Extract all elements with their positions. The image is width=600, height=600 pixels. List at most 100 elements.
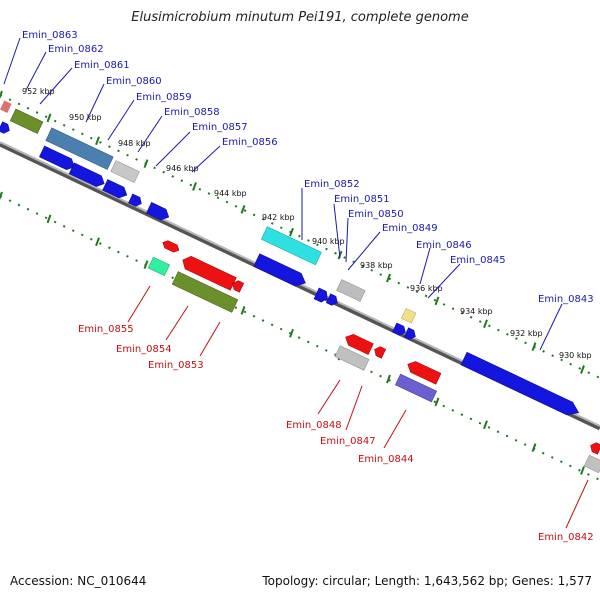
scale-tick xyxy=(386,374,391,384)
scale-tick xyxy=(0,191,3,201)
gene-label[interactable]: Emin_0847 xyxy=(320,436,376,447)
scale-tick xyxy=(95,237,100,247)
gene-arrow-forward[interactable] xyxy=(325,293,339,307)
gene-arrow-forward[interactable] xyxy=(313,287,330,304)
gene-feature-grey-bottom[interactable] xyxy=(334,345,370,371)
gene-label[interactable]: Emin_0857 xyxy=(192,122,248,133)
gene-label[interactable]: Emin_0861 xyxy=(74,60,130,71)
tick-label-932: 932 kbp xyxy=(510,329,543,338)
gene-arrow-reverse[interactable] xyxy=(230,279,245,293)
gene-label[interactable]: Emin_0851 xyxy=(334,194,390,205)
gene-feature-olive-bottom[interactable] xyxy=(171,271,239,313)
scale-tick xyxy=(0,90,3,100)
gene-arrow-forward[interactable] xyxy=(146,201,171,222)
scale-track-bottom xyxy=(0,195,600,481)
gene-features xyxy=(0,100,600,474)
gene-arrow-reverse[interactable] xyxy=(405,359,442,385)
scale-tick xyxy=(580,466,585,475)
tick-label-946: 946 kbp xyxy=(166,164,199,173)
scale-tick xyxy=(240,306,246,315)
leader-lines-bottom xyxy=(127,285,589,529)
gene-label[interactable]: Emin_0855 xyxy=(78,324,134,335)
gene-feature-salmon[interactable] xyxy=(0,100,12,113)
gene-labels-top: Emin_0863 Emin_0862 Emin_0861 Emin_0860 … xyxy=(22,30,594,305)
scale-tick xyxy=(386,273,391,283)
scale-tick xyxy=(483,420,488,430)
gene-arrow-forward[interactable] xyxy=(392,322,407,337)
gene-label[interactable]: Emin_0863 xyxy=(22,30,78,41)
gene-arrow-forward[interactable] xyxy=(403,327,417,341)
gene-labels-bottom: Emin_0855 Emin_0854 Emin_0853 Emin_0848 … xyxy=(78,324,594,543)
tick-label-938: 938 kbp xyxy=(360,261,393,270)
gene-label[interactable]: Emin_0849 xyxy=(382,223,438,234)
gene-label[interactable]: Emin_0853 xyxy=(148,360,204,371)
map-title: Elusimicrobium minutum Pei191, complete … xyxy=(131,10,469,25)
gene-label[interactable]: Emin_0846 xyxy=(416,240,472,251)
gene-feature-olive-top[interactable] xyxy=(9,108,44,134)
gene-label[interactable]: Emin_0845 xyxy=(450,255,506,266)
tick-label-942: 942 kbp xyxy=(262,213,295,222)
gene-label[interactable]: Emin_0856 xyxy=(222,137,278,148)
scale-tick xyxy=(434,296,440,306)
gene-arrow-forward[interactable] xyxy=(102,179,130,200)
gene-label[interactable]: Emin_0843 xyxy=(538,294,594,305)
gene-label[interactable]: Emin_0852 xyxy=(304,179,360,190)
gene-feature-yellow[interactable] xyxy=(401,308,417,324)
gene-label[interactable]: Emin_0858 xyxy=(164,107,220,118)
tick-label-934: 934 kbp xyxy=(460,307,493,316)
gene-arrow-reverse[interactable] xyxy=(161,239,181,254)
scale-tick xyxy=(143,159,149,168)
scale-tick xyxy=(46,214,52,224)
scale-tick xyxy=(531,443,537,452)
gene-arrow-reverse[interactable] xyxy=(343,332,374,355)
genome-summary-text: Topology: circular; Length: 1,643,562 bp… xyxy=(262,574,592,588)
gene-feature-steelblue[interactable] xyxy=(45,127,114,170)
tick-label-950: 950 kbp xyxy=(69,113,102,122)
scale-tick xyxy=(95,136,100,146)
gene-arrow-reverse[interactable] xyxy=(180,254,237,291)
gene-label[interactable]: Emin_0844 xyxy=(358,454,414,465)
gene-label[interactable]: Emin_0862 xyxy=(48,44,104,55)
gene-arrow-forward[interactable] xyxy=(68,162,107,189)
gene-feature-grey-top[interactable] xyxy=(110,160,140,183)
tick-label-940: 940 kbp xyxy=(312,237,345,246)
scale-tick xyxy=(483,319,488,329)
accession-text: Accession: NC_010644 xyxy=(10,574,147,588)
gene-feature-purple[interactable] xyxy=(395,373,437,403)
tick-label-936: 936 kbp xyxy=(410,284,443,293)
gene-arrow-forward[interactable] xyxy=(128,193,143,208)
gene-arrow-forward[interactable] xyxy=(39,145,77,172)
gene-label[interactable]: Emin_0854 xyxy=(116,344,172,355)
tick-label-948: 948 kbp xyxy=(118,139,151,148)
tick-labels: 952 kbp 950 kbp 948 kbp 946 kbp 944 kbp … xyxy=(22,87,592,360)
gene-feature-grey-mid[interactable] xyxy=(336,279,366,302)
scale-tick xyxy=(580,365,585,374)
scale-tick xyxy=(289,227,294,237)
scale-tick xyxy=(289,328,294,338)
gene-feature-grey-edge[interactable] xyxy=(583,454,600,474)
gene-label[interactable]: Emin_0860 xyxy=(106,76,162,87)
gene-label[interactable]: Emin_0859 xyxy=(136,92,192,103)
scale-tick xyxy=(531,342,537,351)
gene-label[interactable]: Emin_0842 xyxy=(538,532,594,543)
scale-tick xyxy=(192,182,197,191)
tick-label-930: 930 kbp xyxy=(559,351,592,360)
leader-lines-top xyxy=(3,37,563,351)
gene-feature-green[interactable] xyxy=(147,256,170,277)
scale-tick xyxy=(143,260,149,269)
scale-tick xyxy=(46,113,52,123)
gene-arrow-reverse[interactable] xyxy=(588,441,600,455)
tick-label-944: 944 kbp xyxy=(214,189,247,198)
gene-label[interactable]: Emin_0848 xyxy=(286,420,342,431)
gene-label[interactable]: Emin_0850 xyxy=(348,209,404,220)
gene-arrow-reverse[interactable] xyxy=(372,345,387,359)
gene-arrow-forward-large[interactable] xyxy=(460,351,582,419)
scale-tick xyxy=(240,205,246,214)
tick-label-952: 952 kbp xyxy=(22,87,55,96)
scale-tick xyxy=(434,397,440,407)
scale-track-top xyxy=(0,94,600,379)
gene-arrow-forward[interactable] xyxy=(253,253,309,290)
gene-arrow-forward[interactable] xyxy=(0,121,12,135)
gene-feature-cyan[interactable] xyxy=(260,226,322,266)
